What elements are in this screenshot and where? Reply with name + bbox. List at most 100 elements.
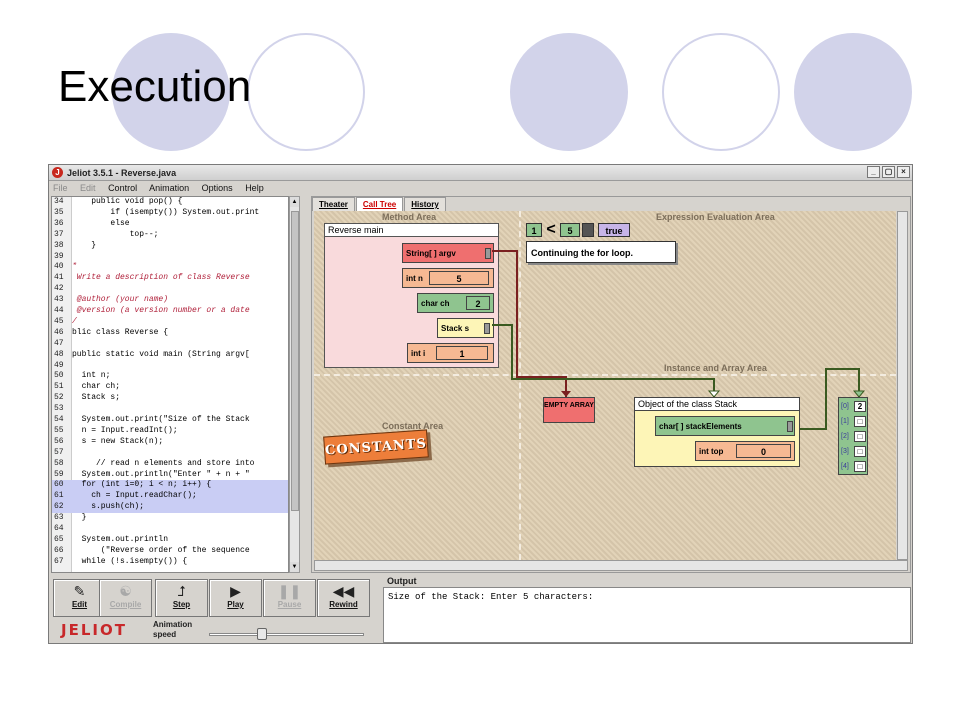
code-line[interactable]: 50 int n; <box>52 371 288 382</box>
menu-help[interactable]: Help <box>245 183 264 193</box>
step-button[interactable]: ⮥ Step <box>155 579 208 617</box>
deco-circle-1 <box>112 33 230 151</box>
code-line[interactable]: 41 Write a description of class Reverse <box>52 273 288 284</box>
field-top: int top 0 <box>695 441 795 461</box>
code-line[interactable]: 38 } <box>52 240 288 252</box>
code-line[interactable]: 39 <box>52 252 288 263</box>
code-line[interactable]: 57 <box>52 448 288 459</box>
code-line[interactable]: 43 @author (your name) <box>52 295 288 306</box>
code-text: n = Input.readInt(); <box>72 425 178 435</box>
line-number: 67 <box>54 556 64 566</box>
output-console[interactable]: Size of the Stack: Enter 5 characters: <box>383 587 911 643</box>
reference-arrows <box>492 250 866 430</box>
code-line[interactable]: 67 while (!s.isempty()) { <box>52 556 288 568</box>
minimize-button[interactable]: _ <box>867 166 880 178</box>
code-line[interactable]: 54 System.out.print("Size of the Stack <box>52 415 288 426</box>
tab-theater[interactable]: Theater <box>312 197 355 211</box>
code-line[interactable]: 63 } <box>52 513 288 524</box>
close-button[interactable]: × <box>897 166 910 178</box>
line-number: 44 <box>54 306 64 315</box>
rewind-button[interactable]: ◀◀ Rewind <box>317 579 370 617</box>
window-titlebar[interactable]: J Jeliot 3.5.1 - Reverse.java _ ▢ × <box>49 165 912 181</box>
line-number: 53 <box>54 404 64 414</box>
menu-file[interactable]: File <box>53 183 68 193</box>
array-cell-1: [1]□ <box>839 414 869 429</box>
code-text: for (int i=0; i < n; i++) { <box>72 480 212 490</box>
code-text: ch = Input.readChar(); <box>72 491 197 501</box>
code-line[interactable]: 49 <box>52 360 288 372</box>
code-line[interactable]: 37 top--; <box>52 230 288 241</box>
scroll-up-arrow-icon[interactable]: ▲ <box>290 197 299 207</box>
code-line[interactable]: 64 <box>52 524 288 535</box>
code-scrollbar[interactable]: ▲ ▼ <box>289 196 300 573</box>
tab-history[interactable]: History <box>404 197 446 211</box>
maximize-button[interactable]: ▢ <box>882 166 895 178</box>
var-n: int n 5 <box>402 268 494 288</box>
scroll-down-arrow-icon[interactable]: ▼ <box>290 562 299 572</box>
code-line[interactable]: 52 Stack s; <box>52 393 288 404</box>
code-line[interactable]: 56 s = new Stack(n); <box>52 436 288 448</box>
line-number: 51 <box>54 382 64 392</box>
stack-elements-arrowhead <box>852 390 866 398</box>
var-s: Stack s <box>437 318 494 338</box>
method-area-label: Method Area <box>382 212 437 222</box>
var-n-value: 5 <box>429 271 489 285</box>
code-text: } <box>72 240 97 250</box>
speed-slider-handle[interactable] <box>257 628 267 640</box>
tab-call-tree[interactable]: Call Tree <box>355 197 404 211</box>
var-ch-value: 2 <box>466 296 490 310</box>
speed-slider-track[interactable] <box>209 633 364 636</box>
menu-options[interactable]: Options <box>201 183 233 193</box>
code-line[interactable]: 66 ("Reverse order of the sequence <box>52 545 288 557</box>
menu-animation[interactable]: Animation <box>149 183 190 193</box>
slide-title: Execution <box>58 62 252 111</box>
code-scroll-thumb[interactable] <box>291 211 299 511</box>
code-line[interactable]: 44 @version (a version number or a date <box>52 306 288 317</box>
theater-vertical-scrollbar[interactable] <box>897 211 908 560</box>
compile-button[interactable]: ☯ Compile <box>99 579 152 617</box>
line-number: 59 <box>54 469 64 479</box>
expr-left-operand: 1 <box>526 223 542 237</box>
argv-arrowhead <box>561 391 571 397</box>
code-line[interactable]: 62 s.push(ch); <box>52 502 288 514</box>
line-number: 49 <box>54 360 64 370</box>
code-line[interactable]: 60 for (int i=0; i < n; i++) { <box>52 480 288 492</box>
code-line[interactable]: 65 System.out.println <box>52 534 288 546</box>
code-line[interactable]: 34 public void pop() { <box>52 197 288 208</box>
line-number: 62 <box>54 502 64 512</box>
code-text: Write a description of class Reverse <box>72 273 250 283</box>
s-arrow <box>492 324 715 397</box>
line-number: 46 <box>54 327 64 337</box>
edit-button[interactable]: ✎ Edit <box>53 579 106 617</box>
code-text: System.out.println <box>72 534 169 544</box>
play-button[interactable]: ▶ Play <box>209 579 262 617</box>
code-line[interactable]: 45/ <box>52 317 288 328</box>
code-line[interactable]: 58 // read n elements and store into <box>52 459 288 470</box>
theater-horizontal-scrollbar[interactable] <box>314 560 908 571</box>
code-line[interactable]: 42 <box>52 284 288 295</box>
menu-control[interactable]: Control <box>108 183 138 193</box>
code-line[interactable]: 59 System.out.println("Enter " + n + " <box>52 469 288 481</box>
code-line[interactable]: 53 <box>52 404 288 415</box>
code-line[interactable]: 55 n = Input.readInt(); <box>52 425 288 437</box>
play-icon: ▶ <box>230 583 241 599</box>
code-line[interactable]: 40* <box>52 262 288 273</box>
code-text: s = new Stack(n); <box>72 436 164 446</box>
code-text: ("Reverse order of the sequence <box>72 545 250 555</box>
code-line[interactable]: 36 else <box>52 219 288 230</box>
code-line[interactable]: 61 ch = Input.readChar(); <box>52 491 288 503</box>
deco-circle-5 <box>794 33 912 151</box>
code-line[interactable]: 47 <box>52 339 288 350</box>
line-number: 66 <box>54 545 64 555</box>
menu-edit[interactable]: Edit <box>80 183 96 193</box>
code-editor[interactable]: 34 public void pop() {35 if (isempty()) … <box>51 196 289 573</box>
code-line[interactable]: 51 char ch; <box>52 382 288 393</box>
line-number: 56 <box>54 436 64 446</box>
code-text: int n; <box>72 371 111 381</box>
code-line[interactable]: 35 if (isempty()) System.out.print <box>52 208 288 219</box>
pause-button[interactable]: ❚❚ Pause <box>263 579 316 617</box>
control-panel: ✎ Edit ☯ Compile ⮥ Step ▶ Play ❚❚ Pause … <box>51 577 371 643</box>
line-number: 42 <box>54 284 64 294</box>
